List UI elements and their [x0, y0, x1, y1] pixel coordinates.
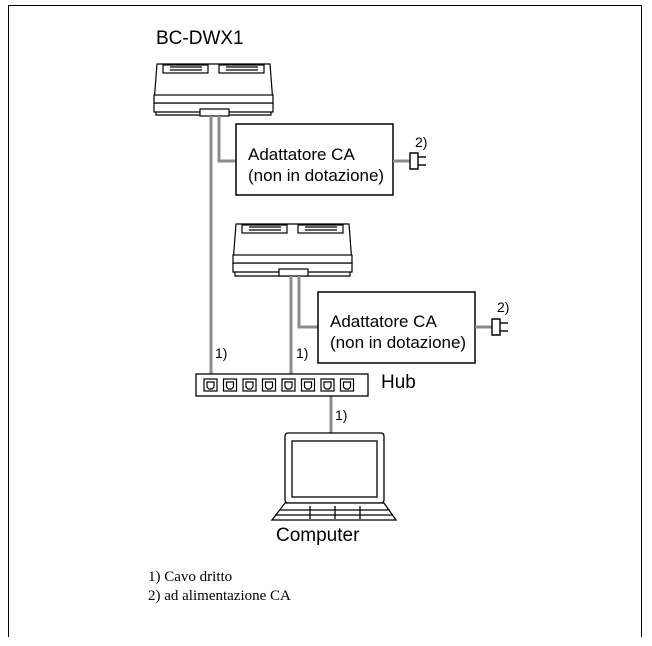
charger-unit-second [232, 223, 353, 277]
cable-marker-1: 1) [215, 345, 227, 361]
plug-icon [491, 318, 508, 336]
hub-port-socket [264, 381, 274, 390]
hub-label: Hub [381, 372, 416, 393]
cable-marker-2: 1) [296, 345, 308, 361]
plug-icon [409, 152, 426, 170]
hub-port-socket [323, 381, 332, 390]
charger-unit-top [153, 63, 274, 117]
hub-port-socket [342, 381, 352, 390]
dc-cable-2 [297, 276, 318, 329]
hub-port-socket [303, 381, 313, 390]
cables [209, 116, 333, 433]
device-label: BC-DWX1 [156, 28, 244, 49]
footnote-2: 2) ad alimentazione CA [148, 588, 291, 604]
adapter-2-label-line2: (non in dotazione) [330, 333, 466, 352]
power-marker-1: 2) [415, 134, 427, 150]
adapter-2-label-line1: Adattatore CA [330, 312, 437, 331]
hub-port-socket [206, 381, 215, 390]
footnote-1: 1) Cavo dritto [148, 569, 233, 585]
ac-adapter-1: Adattatore CA (non in dotazione) [235, 123, 410, 196]
diagram-frame [8, 5, 642, 637]
laptop-icon [270, 432, 398, 521]
computer-label: Computer [276, 525, 360, 546]
dc-cable-1 [217, 116, 236, 163]
footnotes: 1) Cavo dritto 2) ad alimentazione CA [148, 568, 291, 606]
power-marker-2: 2) [497, 299, 509, 315]
cable-marker-3: 1) [335, 407, 347, 423]
ac-adapter-2: Adattatore CA (non in dotazione) [317, 291, 492, 364]
adapter-1-label-line2: (non in dotazione) [248, 166, 384, 185]
hub-port-socket [225, 381, 235, 390]
hub-port-socket [245, 381, 254, 390]
hub-device [195, 373, 369, 397]
adapter-1-label-line1: Adattatore CA [248, 145, 355, 164]
hub-port-socket [284, 381, 293, 390]
